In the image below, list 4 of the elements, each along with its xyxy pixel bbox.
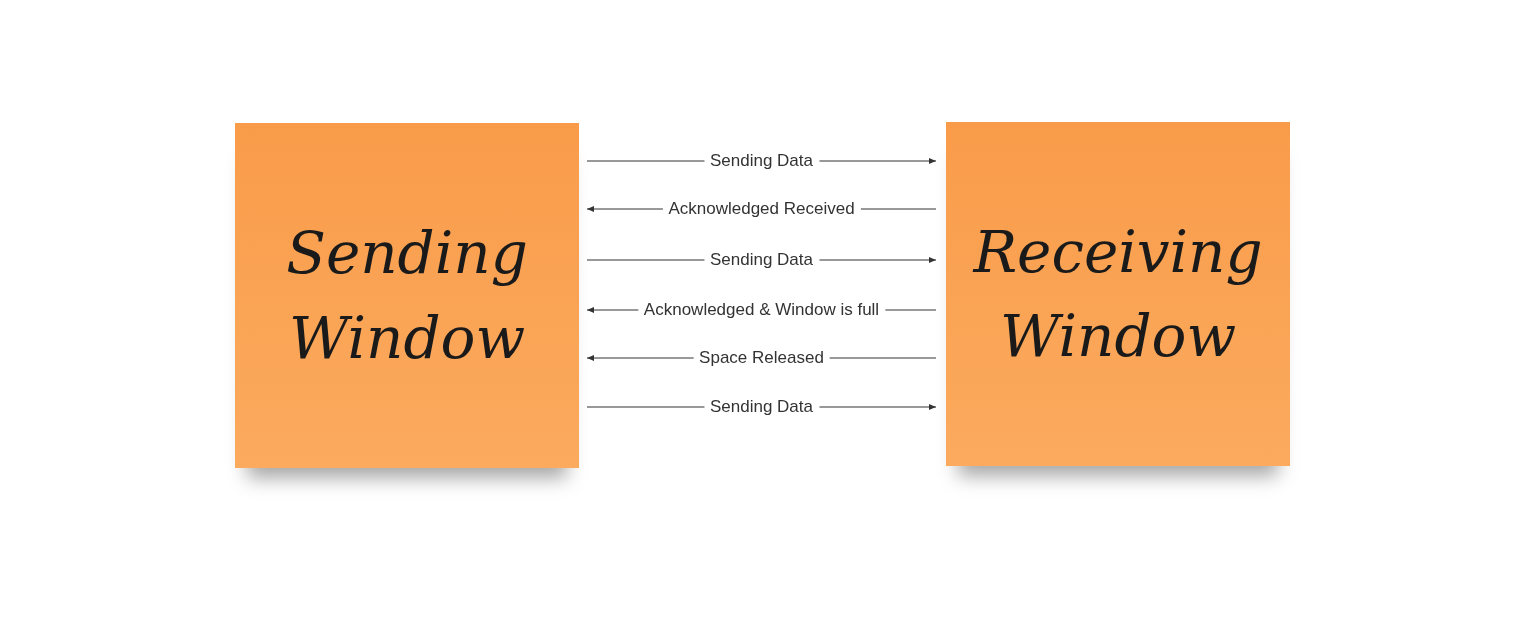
sticky-note [946, 122, 1290, 466]
note-title: Sending Window [285, 218, 529, 374]
sticky-note [235, 123, 579, 468]
note-title: Receiving Window [971, 216, 1264, 372]
